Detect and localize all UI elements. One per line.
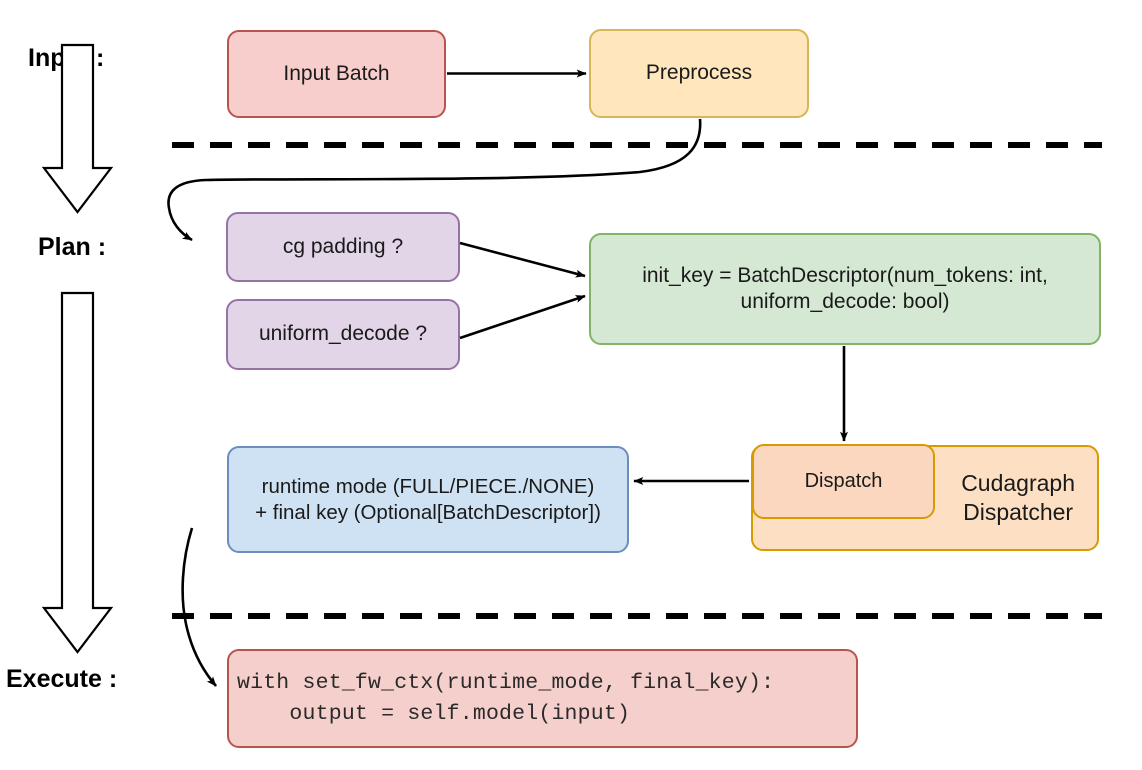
- node-preprocess-label: Preprocess: [645, 61, 753, 85]
- node-cg-padding[interactable]: cg padding ?: [226, 212, 460, 282]
- node-dispatch[interactable]: Dispatch: [752, 444, 935, 519]
- node-init-key-label: init_key = BatchDescriptor(num_tokens: i…: [642, 263, 1048, 313]
- node-input-batch-label: Input Batch: [283, 61, 390, 85]
- arrow-cg-padding-to-init-key: [459, 241, 586, 278]
- stage-label-plan: Plan :: [38, 233, 107, 261]
- stage-label-execute: Execute :: [6, 665, 118, 693]
- arrow-runtime-mode-to-execute-code: [181, 527, 217, 687]
- node-init-key[interactable]: init_key = BatchDescriptor(num_tokens: i…: [589, 233, 1101, 345]
- arrow-uniform-decode-to-init-key: [459, 294, 586, 340]
- stage-arrow-plan-to-execute: [41, 291, 114, 654]
- stage-label-input: Input :: [28, 44, 105, 72]
- node-execute-code[interactable]: with set_fw_ctx(runtime_mode, final_key)…: [227, 649, 858, 748]
- node-preprocess[interactable]: Preprocess: [589, 29, 809, 118]
- node-runtime-mode-label: runtime mode (FULL/PIECE./NONE) + final …: [255, 474, 601, 524]
- node-runtime-mode[interactable]: runtime mode (FULL/PIECE./NONE) + final …: [227, 446, 629, 553]
- node-dispatch-label: Dispatch: [804, 470, 883, 492]
- node-cudagraph-dispatcher-label: Cudagraph Dispatcher: [961, 470, 1075, 525]
- execute-code-text: with set_fw_ctx(runtime_mode, final_key)…: [237, 670, 775, 726]
- node-cg-padding-label: cg padding ?: [282, 234, 404, 258]
- node-uniform-decode[interactable]: uniform_decode ?: [226, 299, 460, 370]
- node-uniform-decode-label: uniform_decode ?: [258, 322, 428, 346]
- node-input-batch[interactable]: Input Batch: [227, 30, 446, 118]
